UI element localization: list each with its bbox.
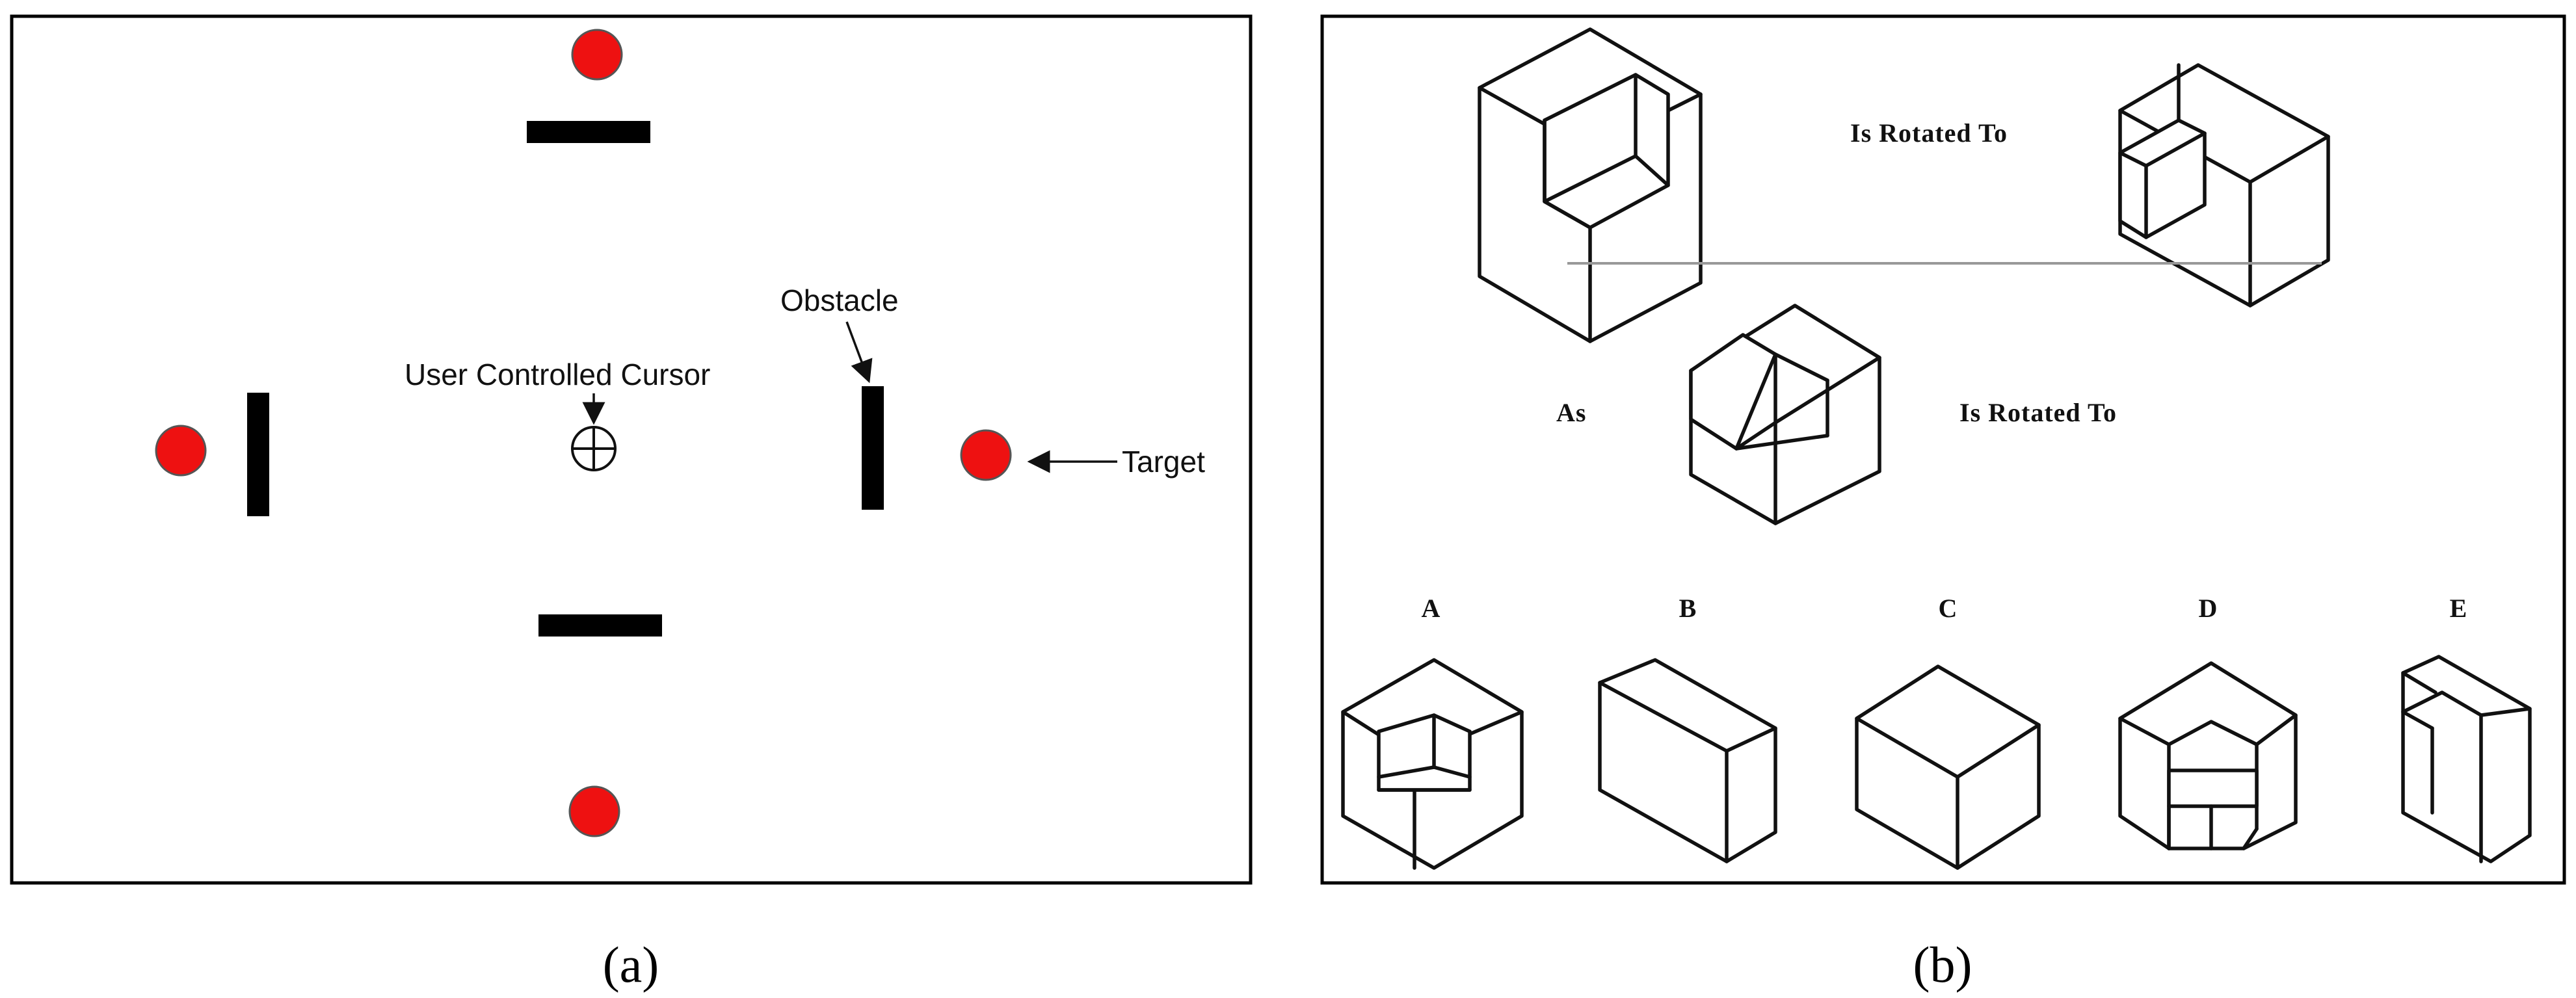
- example-block-rotated: [2118, 63, 2330, 308]
- option-e-block: [2401, 655, 2532, 863]
- example-block-c-shape: [1478, 27, 1703, 343]
- option-c-label: C: [1939, 594, 1958, 623]
- question-block: [1689, 304, 1881, 525]
- caption-b: (b): [1913, 936, 1972, 993]
- option-d-block: [2118, 661, 2298, 850]
- caption-a: (a): [603, 936, 659, 993]
- option-c-block: [1855, 664, 2041, 870]
- obstacle-right: [862, 386, 884, 510]
- target-right: [960, 429, 1012, 481]
- as-text: As: [1556, 398, 1586, 427]
- cursor-crosshair-icon: [571, 426, 617, 471]
- option-b-block: [1598, 658, 1777, 863]
- panel-a-frame: [10, 14, 1253, 885]
- obstacle-bottom: [538, 614, 662, 637]
- panel-a: Obstacle User Controlled Cursor Target: [10, 14, 1253, 885]
- obstacle-top: [527, 121, 650, 143]
- option-a-label: A: [1422, 594, 1441, 623]
- obstacle-pointer-arrow: [845, 321, 873, 384]
- panel-b: Is Rotated To As Is Rotated To: [1320, 14, 2566, 885]
- option-e-label: E: [2450, 594, 2467, 623]
- option-b-label: B: [1679, 594, 1697, 623]
- example-rotated-to-text: Is Rotated To: [1850, 118, 2008, 148]
- target-label: Target: [1122, 445, 1205, 479]
- obstacle-label: Obstacle: [780, 283, 899, 317]
- target-top: [571, 29, 623, 81]
- question-rotated-to-text: Is Rotated To: [1959, 398, 2117, 427]
- option-d-label: D: [2199, 594, 2218, 623]
- obstacle-left: [247, 393, 269, 516]
- target-bottom: [568, 785, 620, 837]
- option-a-block: [1341, 658, 1524, 870]
- cursor-label: User Controlled Cursor: [405, 358, 710, 391]
- target-left: [155, 425, 207, 477]
